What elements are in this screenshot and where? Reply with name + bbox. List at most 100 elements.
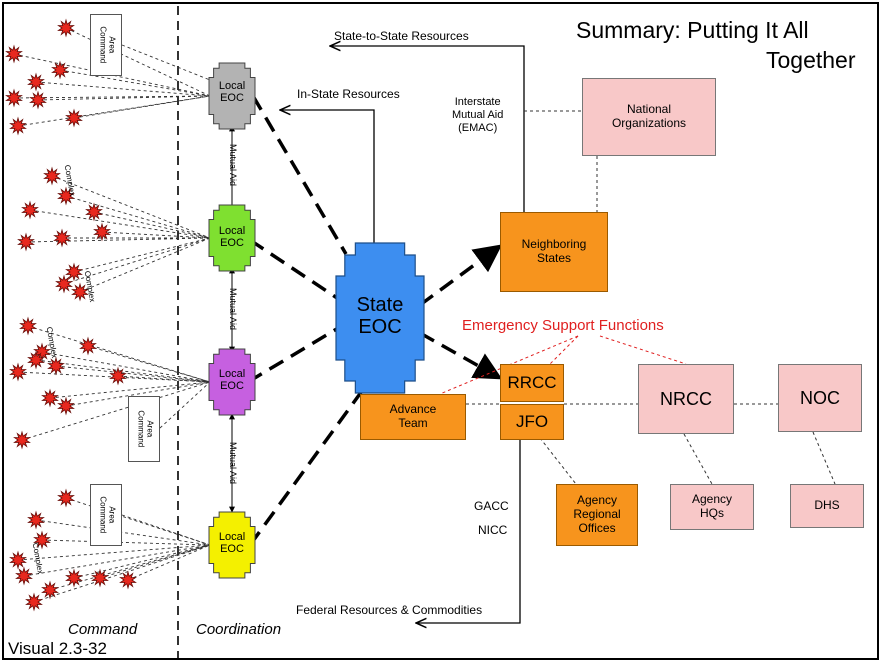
- incident-line: [59, 69, 211, 97]
- esf-link-rrcc: [549, 335, 579, 365]
- incident-icon: [57, 186, 75, 206]
- in-state-label: In-State Resources: [297, 87, 400, 101]
- incident-icon: [5, 88, 23, 108]
- interstate-aid-line1: Interstate: [454, 96, 501, 108]
- incident-icon: [47, 356, 65, 376]
- incident-line: [17, 544, 211, 561]
- local-eoc-2-shape: [208, 204, 256, 272]
- local-to-state-links: [247, 95, 372, 547]
- link-state-neighboring: [418, 244, 503, 307]
- local-eoc-1-line2: EOC: [220, 92, 244, 105]
- incident-icon: [57, 18, 75, 38]
- advance-team-box: Advance Team: [360, 394, 466, 440]
- local-eoc-2-line2: EOC: [220, 237, 244, 250]
- incident-icon: [25, 592, 43, 612]
- link-nrcc-hqs: [683, 433, 713, 485]
- state-eoc-label: State EOC: [338, 294, 422, 338]
- neighboring-line1: Neighboring: [521, 237, 587, 252]
- incident-line: [65, 381, 211, 407]
- incident-icon: [27, 350, 45, 370]
- local-eoc-3-line2: EOC: [220, 380, 244, 393]
- incident-icon: [15, 566, 33, 586]
- incident-icon: [9, 116, 27, 136]
- area-command-2-line1: Area: [144, 420, 154, 438]
- area-command-2-line2: Command: [136, 410, 145, 448]
- incident-line: [65, 195, 211, 239]
- rrcc-box: RRCC: [500, 364, 564, 402]
- agency-hqs-box: Agency HQs: [670, 484, 754, 530]
- noc-box: NOC: [778, 364, 862, 432]
- incident-icon: [85, 202, 103, 222]
- incident-icon: [17, 232, 35, 252]
- area-command-3-line2: Command: [98, 496, 107, 534]
- incident-icon: [9, 550, 27, 570]
- incident-line: [27, 325, 211, 383]
- incident-line: [87, 345, 211, 383]
- incident-icon: [57, 396, 75, 416]
- rrcc-label: RRCC: [507, 373, 557, 393]
- incident-icon: [19, 316, 37, 336]
- incident-icon: [91, 568, 109, 588]
- area-command-box-2: Area Command: [128, 396, 160, 462]
- incident-line: [41, 351, 211, 383]
- link-jfo-regional: [539, 437, 577, 485]
- incident-line: [29, 209, 211, 239]
- local-eoc-2-label: Local EOC: [206, 225, 258, 249]
- area-command-line: [121, 44, 211, 81]
- incident-line: [73, 237, 211, 273]
- mutual-aid-label-2: Mutual Aid: [228, 287, 239, 331]
- agency-hqs-line2: HQs: [700, 506, 724, 520]
- incident-icon: [27, 72, 45, 92]
- jfo-box: JFO: [500, 404, 564, 440]
- local-eoc-4-shape: [208, 511, 256, 579]
- esf-link-nrcc: [599, 335, 687, 365]
- local-eoc-4-label: Local EOC: [206, 531, 258, 555]
- incident-line: [49, 544, 211, 591]
- incident-icon: [109, 366, 127, 386]
- gacc-label: GACC: [474, 499, 509, 513]
- esf-label: Emergency Support Functions: [462, 317, 664, 334]
- incident-line: [33, 544, 211, 603]
- incident-line: [37, 95, 211, 101]
- slide-title-line2: Together: [766, 47, 856, 73]
- federal-resources-label: Federal Resources & Commodities: [296, 603, 483, 617]
- incident-icon: [79, 336, 97, 356]
- incident-line: [51, 175, 211, 239]
- local-eoc-3-shape: [208, 348, 256, 416]
- dhs-box: DHS: [790, 484, 864, 528]
- mutual-aid-label-3: Mutual Aid: [228, 441, 239, 485]
- local-eoc-4-line1: Local: [218, 531, 246, 543]
- national-orgs-line1: National: [626, 102, 672, 117]
- agency-regional-line1: Agency: [576, 493, 618, 508]
- incident-line: [73, 95, 211, 119]
- in-state-arrow: [280, 110, 375, 246]
- area-command-1-line1: Area: [106, 36, 116, 54]
- area-command-box-3: Area Command: [90, 484, 122, 546]
- slide-title-line1: Summary: Putting It All: [576, 17, 809, 43]
- interstate-aid-label: Interstate Mutual Aid (EMAC): [452, 96, 503, 135]
- local-eoc-1-line1: Local: [218, 80, 246, 92]
- incident-line: [25, 237, 211, 243]
- incident-icon: [9, 362, 27, 382]
- incident-icon: [43, 166, 61, 186]
- advance-team-line2: Team: [398, 416, 428, 430]
- agency-hqs-line1: Agency: [691, 492, 733, 507]
- incident-icon: [65, 262, 83, 282]
- incident-icon: [21, 200, 39, 220]
- local-eoc-3-label: Local EOC: [206, 368, 258, 392]
- visual-label: Visual 2.3-32: [8, 639, 107, 658]
- agency-regional-offices-box: Agency Regional Offices: [556, 484, 638, 546]
- state-to-state-arrow: [330, 46, 525, 212]
- incident-markers: [5, 18, 137, 612]
- incident-line: [49, 381, 211, 399]
- incident-icon: [33, 342, 51, 362]
- federal-resources-arrow: [416, 430, 521, 623]
- incident-line: [73, 544, 211, 579]
- incident-icon: [33, 530, 51, 550]
- incident-icon: [29, 90, 47, 110]
- advance-team-line1: Advance: [389, 402, 437, 417]
- incident-line: [93, 211, 211, 239]
- nrcc-box: NRCC: [638, 364, 734, 434]
